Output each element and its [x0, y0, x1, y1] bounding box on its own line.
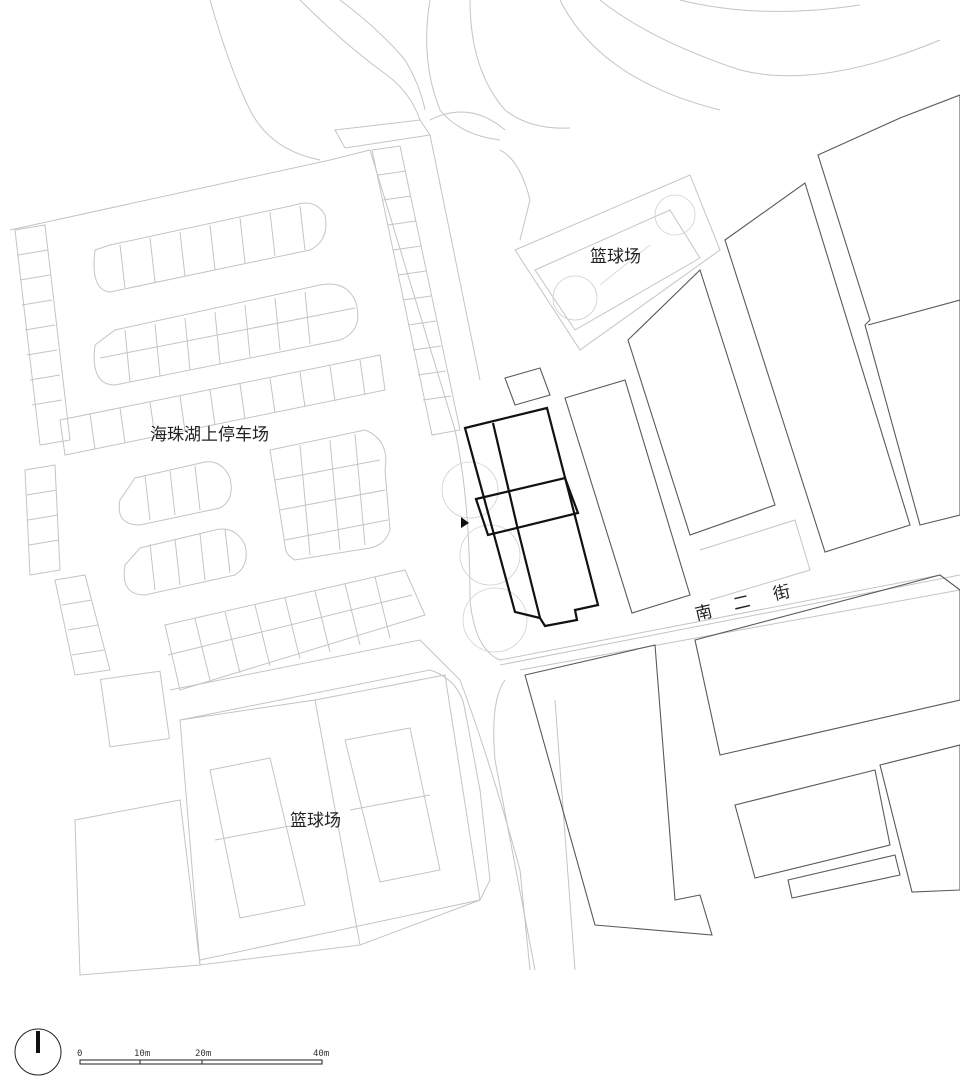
street-char-3: 街: [771, 582, 792, 605]
court-top-area: [514, 174, 721, 351]
parking-lot: [14, 145, 461, 748]
tree-circles: [441, 461, 528, 653]
scale-tick-10: 10m: [134, 1049, 150, 1059]
label-parking: 海珠湖上停车场: [150, 425, 269, 445]
street-char-2: 二: [731, 592, 752, 615]
entrance-triangle-icon: [461, 517, 469, 528]
court-bottom-area: [74, 674, 481, 976]
street-label: 南 二 街: [693, 582, 792, 625]
context-roads: [9, 0, 960, 971]
buildings: [504, 94, 960, 936]
scale-bar: 0 10m 20m 40m: [77, 1049, 329, 1065]
project-building: [463, 406, 600, 628]
label-court-top: 篮球场: [590, 247, 641, 267]
north-arrow-icon: [14, 1028, 62, 1076]
scale-tick-20: 20m: [195, 1049, 211, 1059]
scale-tick-40: 40m: [313, 1049, 329, 1059]
street-char-1: 南: [693, 602, 714, 625]
scale-tick-0: 0: [77, 1049, 82, 1059]
label-court-bottom: 篮球场: [290, 811, 341, 831]
